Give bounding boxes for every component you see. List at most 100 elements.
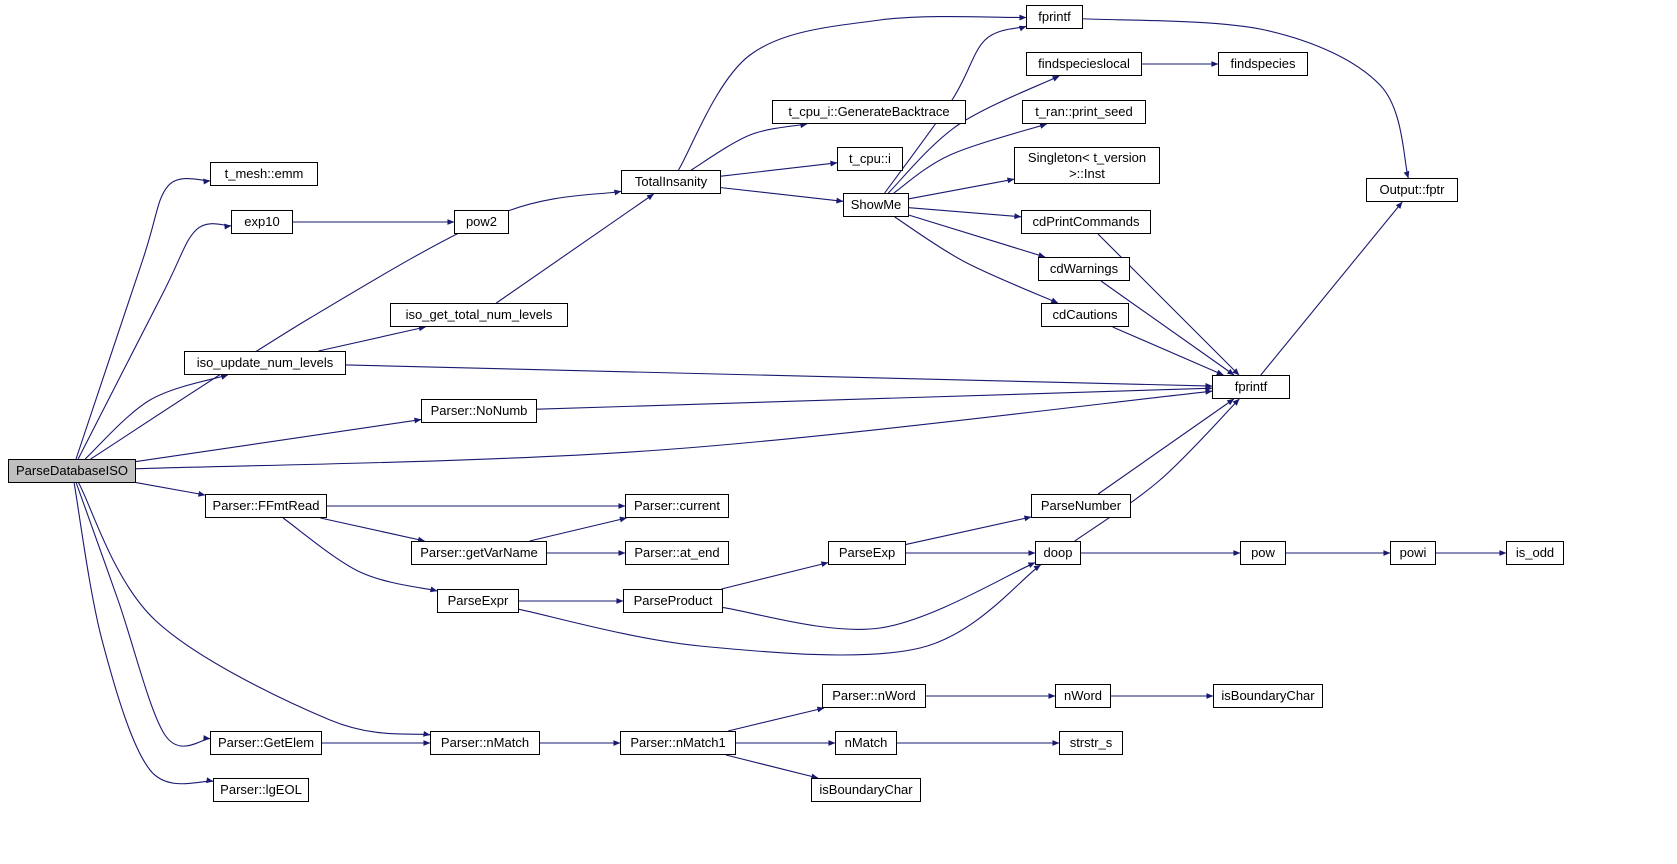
node-iso-update-num-levels[interactable]: iso_update_num_levels (184, 351, 346, 375)
node-showme[interactable]: ShowMe (843, 193, 909, 217)
edge-total-insanity-to-showme (720, 187, 844, 204)
node-label: nWord (1063, 688, 1103, 704)
node-singleton-inst[interactable]: Singleton< t_version >::Inst (1014, 147, 1160, 184)
node-label: Parser::at_end (634, 545, 720, 561)
edge-parser-ffmtread-to-parser-getvarname (320, 517, 425, 543)
node-t-cpu-i[interactable]: t_cpu::i (837, 147, 903, 171)
node-parser-nmatch1[interactable]: Parser::nMatch1 (620, 731, 736, 755)
edge-total-insanity-to-fprintf-top (677, 14, 1027, 171)
node-parse-product[interactable]: ParseProduct (623, 589, 723, 613)
node-label: ShowMe (850, 197, 902, 213)
node-label: iso_get_total_num_levels (405, 307, 553, 323)
node-label: fprintf (1038, 9, 1071, 25)
node-pow2[interactable]: pow2 (454, 210, 509, 234)
node-parser-nmatch[interactable]: Parser::nMatch (430, 731, 540, 755)
node-powi[interactable]: powi (1390, 541, 1436, 565)
edge-parser-ffmtread-to-parse-expr (282, 517, 438, 593)
node-is-odd[interactable]: is_odd (1506, 541, 1564, 565)
node-t-mesh-emm[interactable]: t_mesh::emm (210, 162, 318, 186)
edge-parse-product-to-doop (722, 562, 1036, 630)
edge-parser-nmatch1-to-isboundarychar-bottom (725, 754, 819, 780)
node-label: isBoundaryChar (819, 782, 913, 798)
edge-parse-expr-to-doop (518, 564, 1041, 656)
edge-parser-getvarname-to-parser-current (529, 516, 627, 542)
node-strstr-s[interactable]: strstr_s (1059, 731, 1123, 755)
node-print-seed[interactable]: t_ran::print_seed (1022, 100, 1146, 124)
edge-parse-database-iso-to-exp10 (77, 223, 232, 460)
node-isboundarychar-bottom[interactable]: isBoundaryChar (811, 778, 921, 802)
edge-fprintf-top-to-output-fptr (1082, 18, 1410, 179)
node-label: findspecieslocal (1038, 56, 1130, 72)
node-parser-getvarname[interactable]: Parser::getVarName (411, 541, 547, 565)
edge-parse-database-iso-to-iso-update-num-levels (84, 374, 229, 460)
edge-total-insanity-to-t-cpu-i (720, 160, 838, 177)
node-label: doop (1043, 545, 1073, 561)
edge-parse-database-iso-to-parser-nonumb (135, 417, 422, 463)
node-parser-nonumb[interactable]: Parser::NoNumb (421, 399, 537, 423)
node-parse-exp[interactable]: ParseExp (828, 541, 906, 565)
node-label: Singleton< t_version >::Inst (1027, 149, 1147, 181)
edge-showme-to-fprintf-top (884, 25, 1027, 194)
node-label: ParseProduct (633, 593, 713, 609)
node-label: ParseDatabaseISO (15, 463, 128, 479)
node-parse-expr[interactable]: ParseExpr (437, 589, 519, 613)
edge-parse-database-iso-to-parser-getelem (75, 482, 211, 747)
edge-parser-nonumb-to-fprintf-mid (536, 385, 1213, 410)
node-iso-get-total-num-levels[interactable]: iso_get_total_num_levels (390, 303, 568, 327)
node-parser-current[interactable]: Parser::current (625, 494, 729, 518)
edge-iso-update-num-levels-to-iso-get-total-num-levels (318, 325, 426, 352)
node-label: is_odd (1515, 545, 1555, 561)
node-parser-at-end[interactable]: Parser::at_end (625, 541, 729, 565)
node-label: iso_update_num_levels (196, 355, 334, 371)
node-pow[interactable]: pow (1240, 541, 1286, 565)
node-cd-print-commands[interactable]: cdPrintCommands (1021, 210, 1151, 234)
node-label: ParseNumber (1040, 498, 1122, 514)
node-fprintf-mid[interactable]: fprintf (1212, 375, 1290, 399)
node-parse-database-iso[interactable]: ParseDatabaseISO (8, 459, 136, 483)
node-findspecieslocal[interactable]: findspecieslocal (1026, 52, 1142, 76)
node-label: powi (1399, 545, 1427, 561)
node-parser-ffmtread[interactable]: Parser::FFmtRead (205, 494, 327, 518)
edge-cd-warnings-to-fprintf-mid (1100, 280, 1235, 376)
node-isboundarychar-top[interactable]: isBoundaryChar (1213, 684, 1323, 708)
node-label: t_cpu_i::GenerateBacktrace (788, 104, 950, 120)
edge-doop-to-fprintf-mid (1074, 398, 1240, 542)
node-exp10[interactable]: exp10 (231, 210, 293, 234)
node-findspecies[interactable]: findspecies (1218, 52, 1308, 76)
edge-parser-nmatch1-to-parser-nword (727, 706, 825, 732)
node-generate-backtrace[interactable]: t_cpu_i::GenerateBacktrace (772, 100, 966, 124)
node-label: Parser::getVarName (420, 545, 538, 561)
node-parser-nword[interactable]: Parser::nWord (822, 684, 926, 708)
node-label: isBoundaryChar (1221, 688, 1315, 704)
node-label: Parser::FFmtRead (212, 498, 320, 514)
node-label: Parser::GetElem (217, 735, 315, 751)
edge-parse-database-iso-to-parser-nmatch (78, 482, 431, 737)
node-parser-getelem[interactable]: Parser::GetElem (210, 731, 322, 755)
edge-showme-to-cd-print-commands (908, 207, 1022, 220)
node-label: Parser::current (634, 498, 720, 514)
node-label: Parser::NoNumb (430, 403, 528, 419)
node-parser-lgeol[interactable]: Parser::lgEOL (213, 778, 309, 802)
node-label: strstr_s (1069, 735, 1113, 751)
node-cd-warnings[interactable]: cdWarnings (1038, 257, 1130, 281)
node-label: Parser::nMatch (440, 735, 530, 751)
node-label: cdPrintCommands (1032, 214, 1140, 230)
edge-parse-database-iso-to-total-insanity (90, 189, 622, 460)
node-label: TotalInsanity (634, 174, 708, 190)
node-label: exp10 (244, 214, 280, 230)
node-fprintf-top[interactable]: fprintf (1026, 5, 1083, 29)
node-doop[interactable]: doop (1035, 541, 1081, 565)
node-total-insanity[interactable]: TotalInsanity (621, 170, 721, 194)
node-label: pow (1251, 545, 1275, 561)
edge-iso-get-total-num-levels-to-total-insanity (496, 193, 654, 304)
edge-showme-to-findspecieslocal (887, 75, 1060, 194)
node-cd-cautions[interactable]: cdCautions (1041, 303, 1129, 327)
node-parse-number[interactable]: ParseNumber (1031, 494, 1131, 518)
node-nmatch[interactable]: nMatch (835, 731, 897, 755)
node-nword[interactable]: nWord (1055, 684, 1111, 708)
edge-parse-database-iso-to-fprintf-mid (135, 388, 1213, 470)
node-output-fptr[interactable]: Output::fptr (1366, 178, 1458, 202)
edge-showme-to-singleton-inst (908, 177, 1015, 200)
